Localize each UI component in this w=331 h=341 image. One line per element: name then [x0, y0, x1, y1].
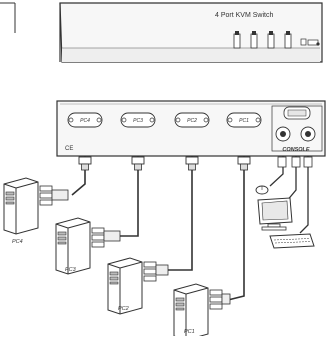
rear-panel: CE PC4 PC3 PC2 PC1 [56, 100, 326, 157]
corner-mark [0, 2, 16, 33]
console-ports: CONSOLE [271, 105, 323, 153]
computer-pc1: PC1 [173, 283, 231, 341]
pc3-connectors [91, 227, 121, 248]
rear-plugs [78, 156, 313, 171]
rear-port-pc4: PC4 [67, 112, 103, 128]
console-label: CONSOLE [282, 147, 310, 153]
computer-label: PC2 [118, 306, 129, 312]
port-indicators [233, 31, 320, 49]
keyboard-icon [269, 233, 315, 249]
pc1-connectors [209, 289, 231, 310]
rear-port-pc2: PC2 [174, 112, 210, 128]
rear-port-label: PC4 [80, 118, 90, 124]
computer-pc3: PC3 [55, 217, 121, 275]
mouse-icon [255, 185, 269, 195]
rear-port-pc1: PC1 [226, 112, 262, 128]
rear-port-label: PC3 [133, 118, 143, 124]
rear-port-label: PC2 [187, 118, 197, 124]
computer-label: PC4 [12, 239, 23, 245]
computer-pc2: PC2 [107, 257, 169, 315]
ce-mark: CE [65, 146, 73, 152]
computer-label: PC1 [184, 329, 195, 335]
pc2-connectors [143, 261, 169, 282]
rear-port-pc3: PC3 [120, 112, 156, 128]
computer-pc4: PC4 [3, 177, 69, 245]
computer-label: PC3 [65, 267, 77, 273]
front-panel: 4 Port KVM Switch [59, 2, 323, 63]
pc4-connectors [39, 185, 69, 206]
rear-port-label: PC1 [239, 118, 249, 124]
front-panel-title: 4 Port KVM Switch [215, 12, 273, 19]
monitor-icon [257, 197, 293, 231]
